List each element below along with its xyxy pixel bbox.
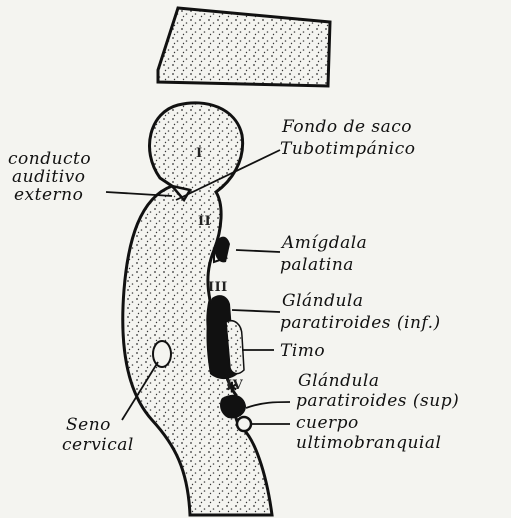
label-glandula-inf: Glándula <box>282 292 364 311</box>
label-ultimobranquial: ultimobranquial <box>296 434 441 453</box>
pouch-numeral-I: I <box>196 146 203 161</box>
seno-cervical-shape <box>153 341 171 367</box>
label-fondo-de-saco: Fondo de saco <box>282 118 412 137</box>
paratiroides-sup-shape <box>220 395 246 419</box>
pouch-numeral-IV: IV <box>226 378 243 393</box>
label-glandula-sup: Glándula <box>298 372 380 391</box>
label-externo: externo <box>14 186 83 205</box>
label-palatina: palatina <box>280 256 354 275</box>
upper-tissue-block <box>158 8 330 86</box>
leader-paratiroides-sup <box>246 402 290 408</box>
label-cuerpo: cuerpo <box>296 414 359 433</box>
ultimobranquial-shape <box>237 417 251 431</box>
label-timo: Timo <box>280 342 325 361</box>
label-tubotimpanico: Tubotimpánico <box>280 140 415 159</box>
label-seno: Seno <box>66 416 111 435</box>
leader-amigdala <box>236 250 280 252</box>
label-cervical: cervical <box>62 436 134 455</box>
label-paratiroides-sup: paratiroides (sup) <box>296 392 459 411</box>
pouch-numeral-II: II <box>198 214 211 229</box>
label-paratiroides-inf: paratiroides (inf.) <box>280 314 441 333</box>
pouch-numeral-III: III <box>208 280 228 295</box>
label-amigdala: Amígdala <box>282 234 367 253</box>
leader-paratiroides-inf <box>232 310 280 312</box>
